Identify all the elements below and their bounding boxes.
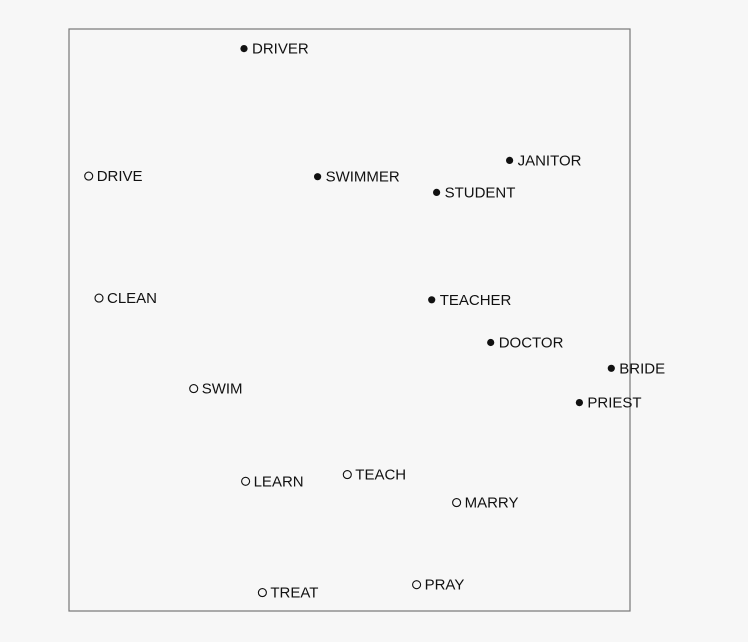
point-marker-swimmer (314, 173, 322, 181)
point-marker-student (433, 188, 441, 196)
point-label-learn: LEARN (254, 473, 304, 490)
point-label-swim: SWIM (202, 381, 243, 398)
point-label-janitor: JANITOR (518, 152, 582, 169)
point-marker-driver (240, 45, 248, 53)
point-label-priest: PRIEST (587, 395, 641, 412)
plot-frame (68, 28, 631, 612)
point-label-doctor: DOCTOR (499, 335, 564, 352)
point-marker-teacher (428, 296, 436, 304)
point-label-marry: MARRY (465, 495, 519, 512)
point-marker-treat (257, 588, 267, 598)
point-marker-marry (452, 498, 462, 508)
point-marker-clean (94, 293, 104, 303)
point-marker-learn (241, 476, 251, 486)
point-marker-janitor (506, 156, 514, 164)
point-marker-pray (412, 580, 422, 590)
point-label-teach: TEACH (355, 467, 406, 484)
point-label-bride: BRIDE (619, 360, 665, 377)
point-marker-bride (607, 364, 615, 372)
point-marker-priest (575, 399, 584, 407)
point-label-driver: DRIVER (252, 41, 309, 58)
point-label-swimmer: SWIMMER (326, 169, 400, 186)
point-label-treat: TREAT (270, 585, 318, 602)
point-label-teacher: TEACHER (440, 292, 512, 309)
point-marker-doctor (487, 338, 495, 347)
point-marker-swim (189, 384, 199, 394)
point-label-clean: CLEAN (107, 290, 157, 307)
point-label-pray: PRAY (425, 577, 465, 594)
point-marker-drive (84, 171, 94, 181)
point-marker-teach (342, 470, 352, 480)
point-label-drive: DRIVE (97, 168, 143, 185)
point-label-student: STUDENT (445, 184, 516, 201)
